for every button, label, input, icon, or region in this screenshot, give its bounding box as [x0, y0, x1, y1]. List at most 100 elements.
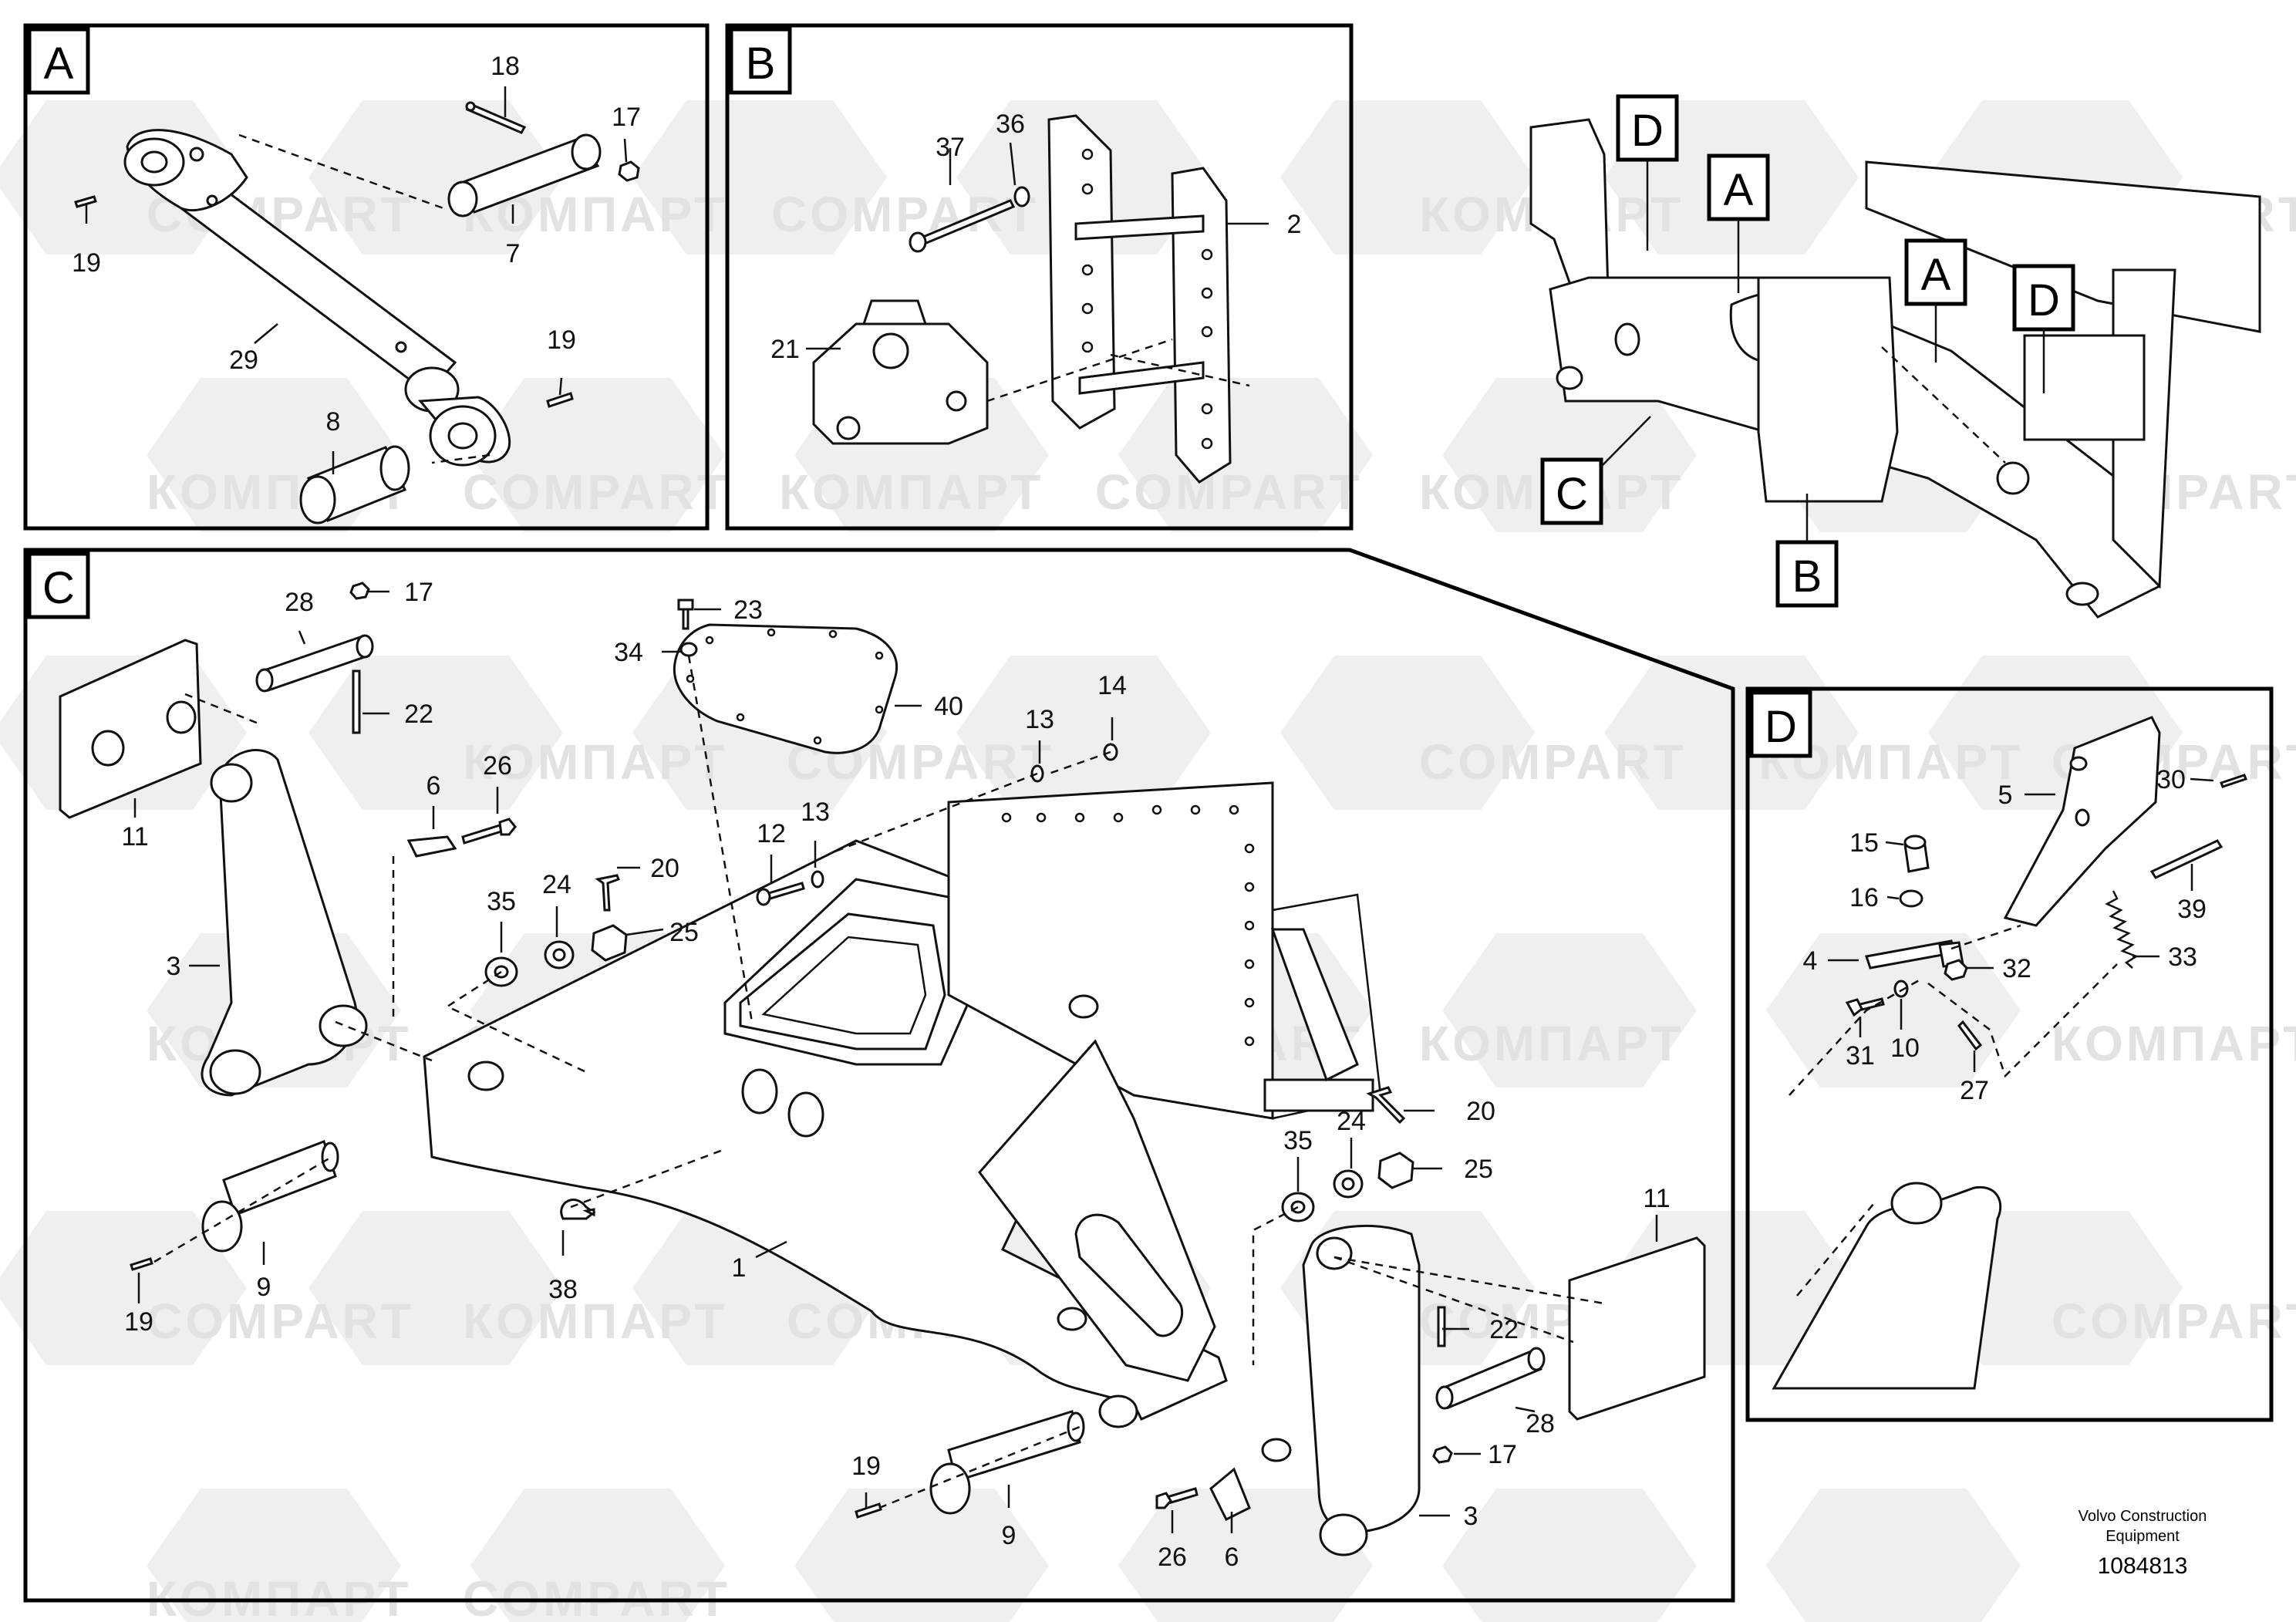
callout-9: 9 — [1002, 1521, 1017, 1550]
spring-33[interactable] — [2105, 890, 2139, 969]
callout-38: 38 — [548, 1275, 578, 1304]
overview-label-a: A — [1921, 250, 1951, 300]
callout-10: 10 — [1890, 1034, 1920, 1063]
callout-11: 11 — [121, 822, 148, 851]
pin-28-upper[interactable] — [255, 634, 374, 693]
bolt-22-lower[interactable] — [1437, 1306, 1446, 1347]
overview-label-d: D — [1631, 106, 1664, 156]
panel-a: A — [23, 23, 710, 531]
nut-25-upper[interactable] — [591, 924, 628, 962]
link-arm-3-right[interactable] — [1261, 1224, 1421, 1556]
bolt-37[interactable] — [909, 199, 1016, 253]
leaders-c — [133, 590, 1658, 1533]
overview-label-a: A — [1724, 165, 1754, 215]
assembly-line — [238, 133, 444, 210]
callout-40: 40 — [934, 692, 963, 721]
assembly-line — [986, 338, 1173, 403]
pin-28-lower[interactable] — [1435, 1347, 1546, 1410]
watermark-text: КОМПАРТ — [147, 1571, 411, 1622]
washer-24-lower[interactable] — [1333, 1169, 1364, 1199]
callout-22: 22 — [1489, 1315, 1519, 1344]
callout-36: 36 — [996, 110, 1025, 139]
overview-label-c: C — [1556, 469, 1588, 519]
nut-17-lower[interactable] — [1432, 1445, 1453, 1464]
callout-16: 16 — [1849, 883, 1879, 912]
callout-29: 29 — [229, 346, 258, 375]
callout-3: 3 — [1464, 1502, 1478, 1531]
washer-24-upper[interactable] — [544, 940, 575, 969]
pin-9-left[interactable] — [201, 1140, 339, 1253]
nut-17-upper[interactable] — [349, 582, 370, 600]
pin-8[interactable] — [299, 445, 410, 524]
callout-34: 34 — [614, 638, 643, 667]
roll-pin-19-lower[interactable] — [546, 392, 574, 408]
callout-17: 17 — [612, 103, 641, 132]
bolt-18[interactable] — [465, 101, 527, 134]
footer: Volvo Construction Equipment 1084813 — [2079, 1508, 2207, 1579]
bolt-12[interactable] — [756, 882, 805, 906]
overview-machine-frame[interactable] — [1529, 118, 2261, 619]
bolt-22-upper[interactable] — [352, 669, 361, 734]
callout-20: 20 — [1466, 1097, 1495, 1126]
callout-14: 14 — [1097, 671, 1127, 700]
grease-nipple-20-upper[interactable] — [595, 874, 620, 912]
hydraulic-cylinder[interactable] — [123, 129, 511, 467]
watermark-text: COMPART — [1095, 464, 1363, 520]
assembly-line — [1789, 978, 1921, 1096]
main-frame-1[interactable] — [423, 781, 1382, 1428]
callout-13: 13 — [1025, 705, 1054, 734]
callout-35: 35 — [1283, 1126, 1313, 1155]
panel-a-frame — [23, 23, 710, 531]
overview-label-b: B — [1792, 551, 1822, 602]
bracket-6-upper[interactable] — [406, 835, 457, 858]
watermark-text: COMPART — [2052, 1293, 2296, 1349]
washer-16[interactable] — [1899, 889, 1923, 908]
roll-pin-19-left[interactable] — [130, 1257, 153, 1271]
bolt-31[interactable] — [1845, 997, 1885, 1017]
bolt-26-upper[interactable] — [461, 818, 517, 845]
washer-36[interactable] — [1013, 186, 1030, 207]
washer-10[interactable] — [1893, 980, 1909, 998]
rod-39[interactable] — [2149, 839, 2224, 879]
roll-pin-19-upper[interactable] — [74, 195, 97, 208]
bracket-5[interactable] — [2003, 716, 2161, 927]
callout-31: 31 — [1846, 1041, 1875, 1071]
overview-label-box — [1616, 94, 1679, 162]
wear-pad-11-left[interactable] — [59, 639, 202, 819]
bolt-23[interactable] — [677, 599, 694, 630]
pin-27[interactable] — [1957, 1020, 1983, 1051]
callout-23: 23 — [733, 595, 763, 625]
callout-19: 19 — [72, 248, 101, 278]
mounting-bracket-2[interactable] — [1047, 114, 1232, 484]
wear-pad-11-right[interactable] — [1568, 1236, 1706, 1421]
callout-2: 2 — [1287, 210, 1302, 239]
bracket-6-lower[interactable] — [1209, 1467, 1251, 1522]
pin-30[interactable] — [2220, 774, 2247, 788]
callout-9: 9 — [257, 1273, 271, 1302]
panel-b-label: B — [746, 39, 776, 89]
grease-nipple-20-lower[interactable] — [1366, 1086, 1406, 1125]
watermark-text: COMPART — [463, 464, 730, 520]
lever-link — [1772, 1182, 2002, 1390]
callout-25: 25 — [1464, 1155, 1493, 1184]
panel-d-label: D — [1765, 702, 1797, 752]
roll-pin-19-right[interactable] — [855, 1502, 882, 1519]
callout-8: 8 — [326, 407, 341, 437]
link-arm-3-left[interactable] — [201, 749, 368, 1097]
nut-25-lower[interactable] — [1377, 1152, 1414, 1189]
pin-7[interactable] — [447, 133, 602, 218]
eye-bolt-38[interactable] — [560, 1199, 596, 1220]
watermark-text: COMPART — [463, 1571, 730, 1622]
callout-39: 39 — [2177, 895, 2207, 924]
nut-32[interactable] — [1944, 959, 1968, 981]
cover-plate-40[interactable] — [673, 623, 899, 754]
washer-13-left[interactable] — [811, 870, 824, 889]
panel-c-label: C — [42, 563, 75, 613]
pin-15[interactable] — [1903, 835, 1930, 873]
nut-17[interactable] — [618, 160, 640, 182]
pin-9-right[interactable] — [929, 1410, 1085, 1515]
washer-34[interactable] — [679, 642, 698, 657]
valve-block-21[interactable] — [812, 299, 989, 445]
bolt-26-lower[interactable] — [1155, 1487, 1199, 1509]
